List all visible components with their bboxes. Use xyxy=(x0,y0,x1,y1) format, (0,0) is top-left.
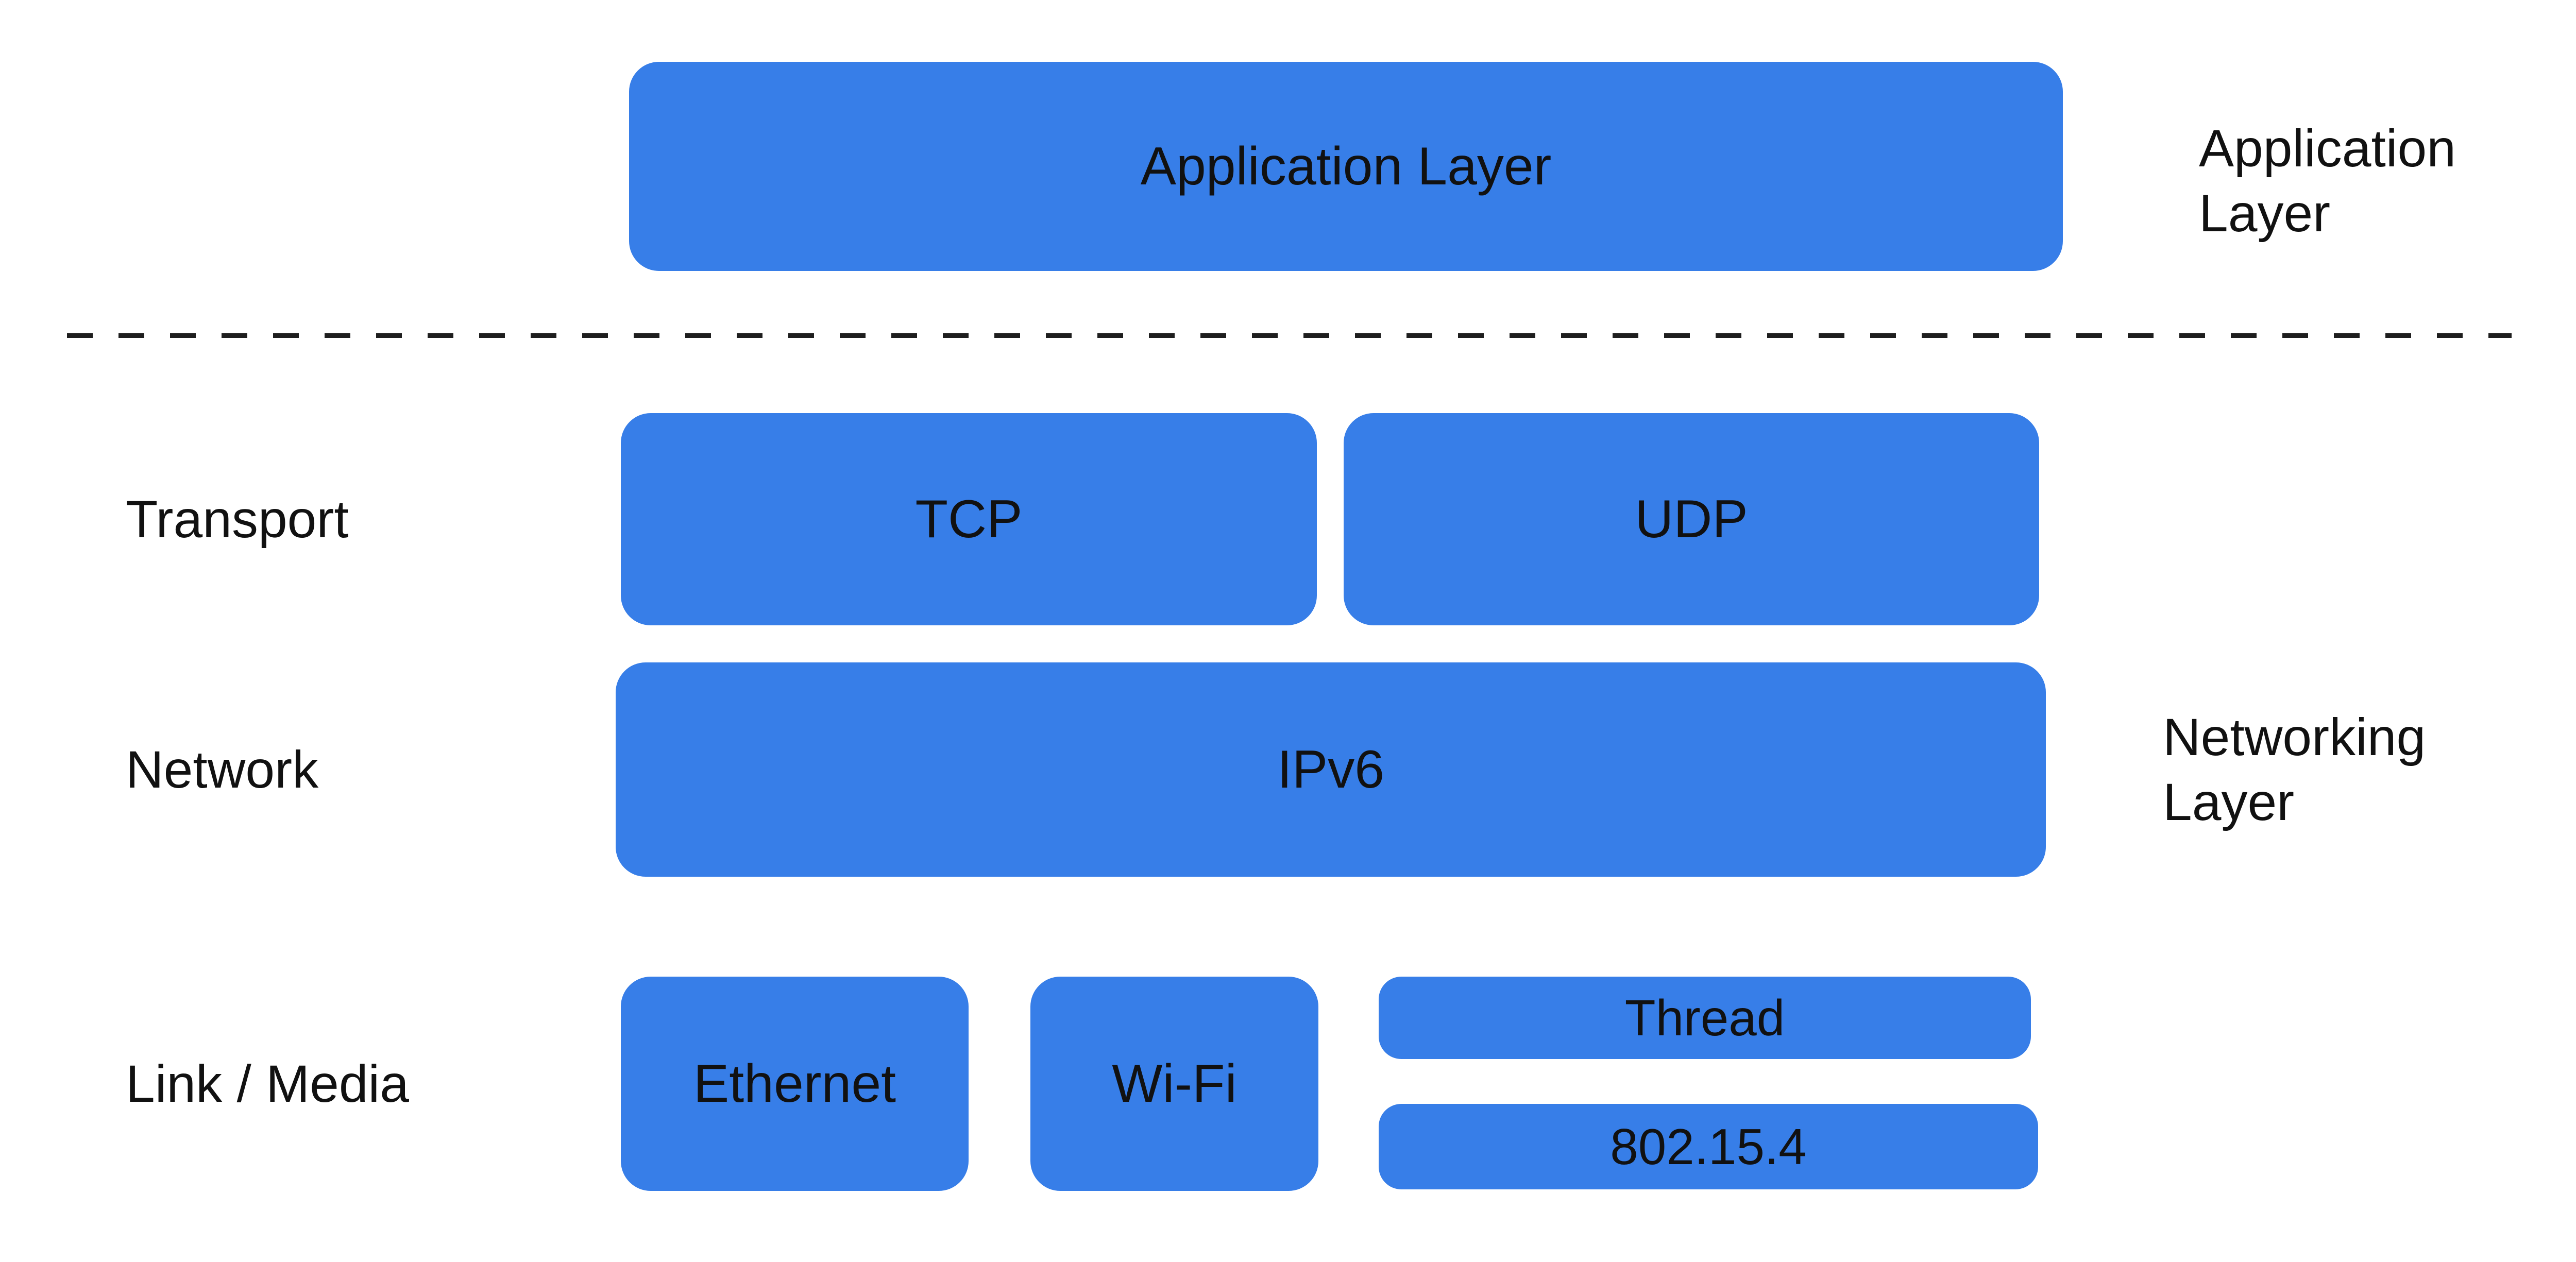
ieee-802-15-4-box: 802.15.4 xyxy=(1379,1104,2038,1189)
application-layer-side-label-line1: Application xyxy=(2199,119,2456,178)
networking-layer-side-label: Networking Layer xyxy=(2163,705,2426,834)
ipv6-box: IPv6 xyxy=(616,662,2046,877)
row-label-network: Network xyxy=(126,740,319,799)
ethernet-box: Ethernet xyxy=(621,977,969,1191)
networking-layer-side-label-line2: Layer xyxy=(2163,773,2295,831)
section-separator-dashed-line xyxy=(67,333,2512,338)
application-layer-box: Application Layer xyxy=(629,62,2063,271)
application-layer-side-label: Application Layer xyxy=(2199,116,2456,246)
tcp-box: TCP xyxy=(621,413,1317,625)
row-label-link-media: Link / Media xyxy=(126,1054,409,1113)
row-label-transport: Transport xyxy=(126,489,349,549)
udp-box: UDP xyxy=(1344,413,2039,625)
thread-box: Thread xyxy=(1379,977,2031,1059)
application-layer-side-label-line2: Layer xyxy=(2199,184,2331,243)
networking-layer-side-label-line1: Networking xyxy=(2163,708,2426,766)
wifi-box: Wi-Fi xyxy=(1030,977,1318,1191)
